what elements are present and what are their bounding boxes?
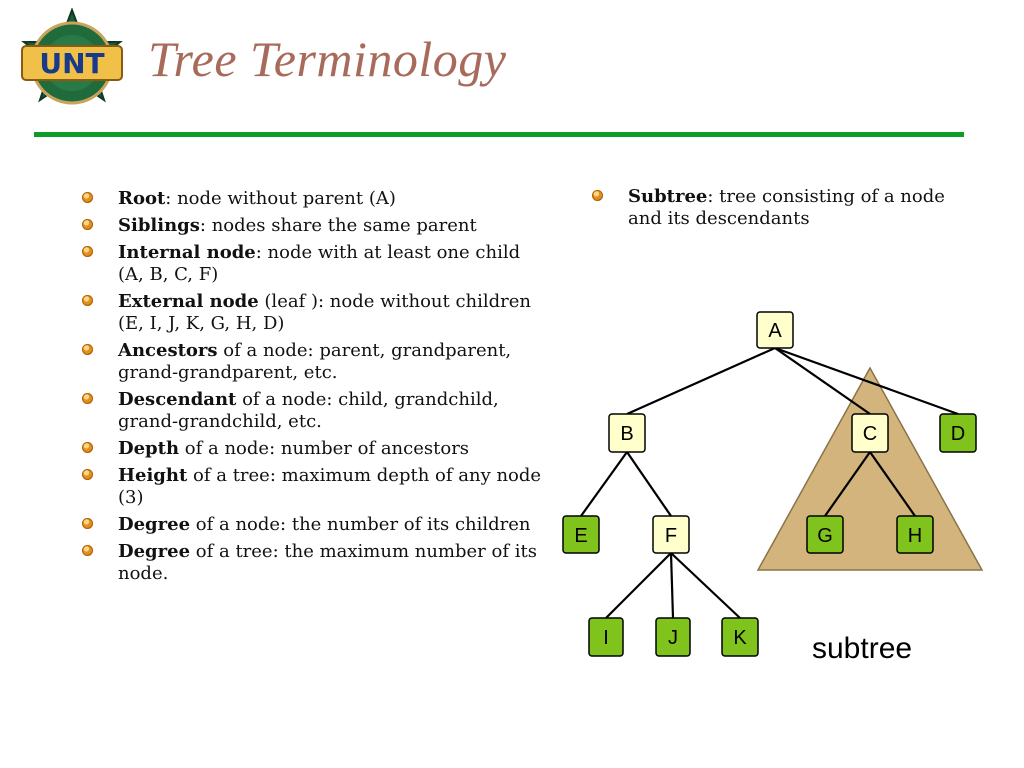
node-c-label: C bbox=[863, 423, 877, 445]
definition-text: : node without parent (A) bbox=[165, 188, 396, 209]
node-k-label: K bbox=[733, 627, 747, 649]
edge-f-j bbox=[669, 552, 675, 619]
definition-term: Subtree bbox=[628, 186, 708, 207]
node-d-label: D bbox=[951, 423, 965, 445]
definition-term: Root bbox=[118, 188, 166, 209]
definition-term: Descendant bbox=[118, 389, 237, 410]
unt-logo: UNT bbox=[21, 8, 123, 105]
node-e-label: E bbox=[574, 525, 587, 547]
edge-a-c bbox=[774, 347, 871, 415]
definition-term: Ancestors bbox=[118, 340, 218, 361]
definition-term: Height bbox=[118, 465, 188, 486]
definition-item: Root: node without parent (A) bbox=[82, 188, 542, 210]
definition-text: of a tree: the maximum number of its nod… bbox=[118, 541, 537, 584]
node-a-label: A bbox=[768, 320, 782, 342]
logo-text: UNT bbox=[39, 47, 104, 80]
subtree-triangle bbox=[756, 366, 984, 571]
node-c: C bbox=[851, 413, 889, 453]
tree-edges bbox=[580, 346, 959, 619]
logo-banner bbox=[21, 45, 123, 81]
definition-term: Degree bbox=[118, 541, 191, 562]
bullet-icon bbox=[82, 518, 93, 529]
node-h: H bbox=[896, 515, 934, 554]
edge-c-h bbox=[869, 451, 916, 517]
node-k: K bbox=[721, 617, 759, 657]
bullet-icon bbox=[82, 545, 93, 556]
definition-text: of a node: the number of its children bbox=[190, 514, 531, 535]
node-d: D bbox=[939, 413, 977, 453]
node-f: F bbox=[652, 515, 690, 554]
node-h-label: H bbox=[908, 525, 922, 547]
node-j-label: J bbox=[668, 627, 678, 649]
definition-text: : node with at least one child (A, B, C,… bbox=[118, 242, 521, 285]
bullet-icon bbox=[82, 393, 93, 404]
definition-item: External node (leaf ): node without chil… bbox=[82, 291, 542, 335]
node-j: J bbox=[655, 617, 691, 657]
definition-item: Depth of a node: number of ancestors bbox=[82, 438, 542, 460]
bullet-icon bbox=[82, 469, 93, 480]
definition-text: of a node: child, grandchild, grand-gran… bbox=[118, 389, 499, 432]
node-b: B bbox=[608, 413, 646, 453]
node-b-label: B bbox=[620, 423, 633, 445]
edge-b-e bbox=[580, 451, 628, 517]
edge-f-i bbox=[605, 552, 672, 619]
definition-item: Degree of a node: the number of its chil… bbox=[82, 514, 542, 536]
edge-a-d bbox=[774, 346, 959, 416]
bullet-icon bbox=[82, 246, 93, 257]
node-g-label: G bbox=[817, 525, 833, 547]
node-e: E bbox=[562, 515, 600, 554]
definition-term: Degree bbox=[118, 514, 191, 535]
node-g: G bbox=[806, 515, 844, 554]
node-i: I bbox=[588, 617, 624, 657]
page-title: Tree Terminology bbox=[148, 31, 507, 87]
bullet-icon bbox=[592, 190, 603, 201]
definition-term: Siblings bbox=[118, 215, 200, 236]
bullet-icon bbox=[82, 344, 93, 355]
definition-text: : tree consisting of a node and its desc… bbox=[628, 186, 945, 229]
definition-term: External node bbox=[118, 291, 259, 312]
edge-f-k bbox=[670, 552, 741, 619]
tree-diagram: A B C D E F G H I J K bbox=[562, 311, 984, 657]
definition-item: Internal node: node with at least one ch… bbox=[82, 242, 542, 286]
title-underline bbox=[34, 132, 964, 137]
node-f-label: F bbox=[665, 525, 677, 547]
edge-b-f bbox=[626, 451, 672, 517]
definition-text: of a tree: maximum depth of any node (3) bbox=[118, 465, 542, 508]
definition-text: of a node: number of ancestors bbox=[179, 438, 470, 459]
definition-text: of a node: parent, grandparent, grand-gr… bbox=[118, 340, 512, 383]
bullet-icon bbox=[82, 442, 93, 453]
subtree-definition-list: Subtree: tree consisting of a node and i… bbox=[592, 186, 952, 235]
bullet-icon bbox=[82, 295, 93, 306]
definition-item: Descendant of a node: child, grandchild,… bbox=[82, 389, 542, 433]
edge-a-b bbox=[626, 346, 776, 416]
definition-item: Siblings: nodes share the same parent bbox=[82, 215, 542, 237]
definition-item: Degree of a tree: the maximum number of … bbox=[82, 541, 542, 585]
definition-item: Ancestors of a node: parent, grandparent… bbox=[82, 340, 542, 384]
definition-term: Internal node bbox=[118, 242, 256, 263]
bullet-icon bbox=[82, 192, 93, 203]
subtree-label: subtree bbox=[812, 632, 913, 665]
definition-term: Depth bbox=[118, 438, 180, 459]
definition-text: : nodes share the same parent bbox=[199, 215, 477, 236]
definition-text: (leaf ): node without children (E, I, J,… bbox=[118, 291, 532, 334]
edge-c-g bbox=[824, 451, 871, 517]
node-a: A bbox=[756, 311, 794, 349]
node-i-label: I bbox=[603, 627, 609, 649]
definition-item: Height of a tree: maximum depth of any n… bbox=[82, 465, 542, 509]
definitions-list: Root: node without parent (A)Siblings: n… bbox=[82, 188, 542, 590]
definition-item: Subtree: tree consisting of a node and i… bbox=[592, 186, 952, 230]
bullet-icon bbox=[82, 219, 93, 230]
